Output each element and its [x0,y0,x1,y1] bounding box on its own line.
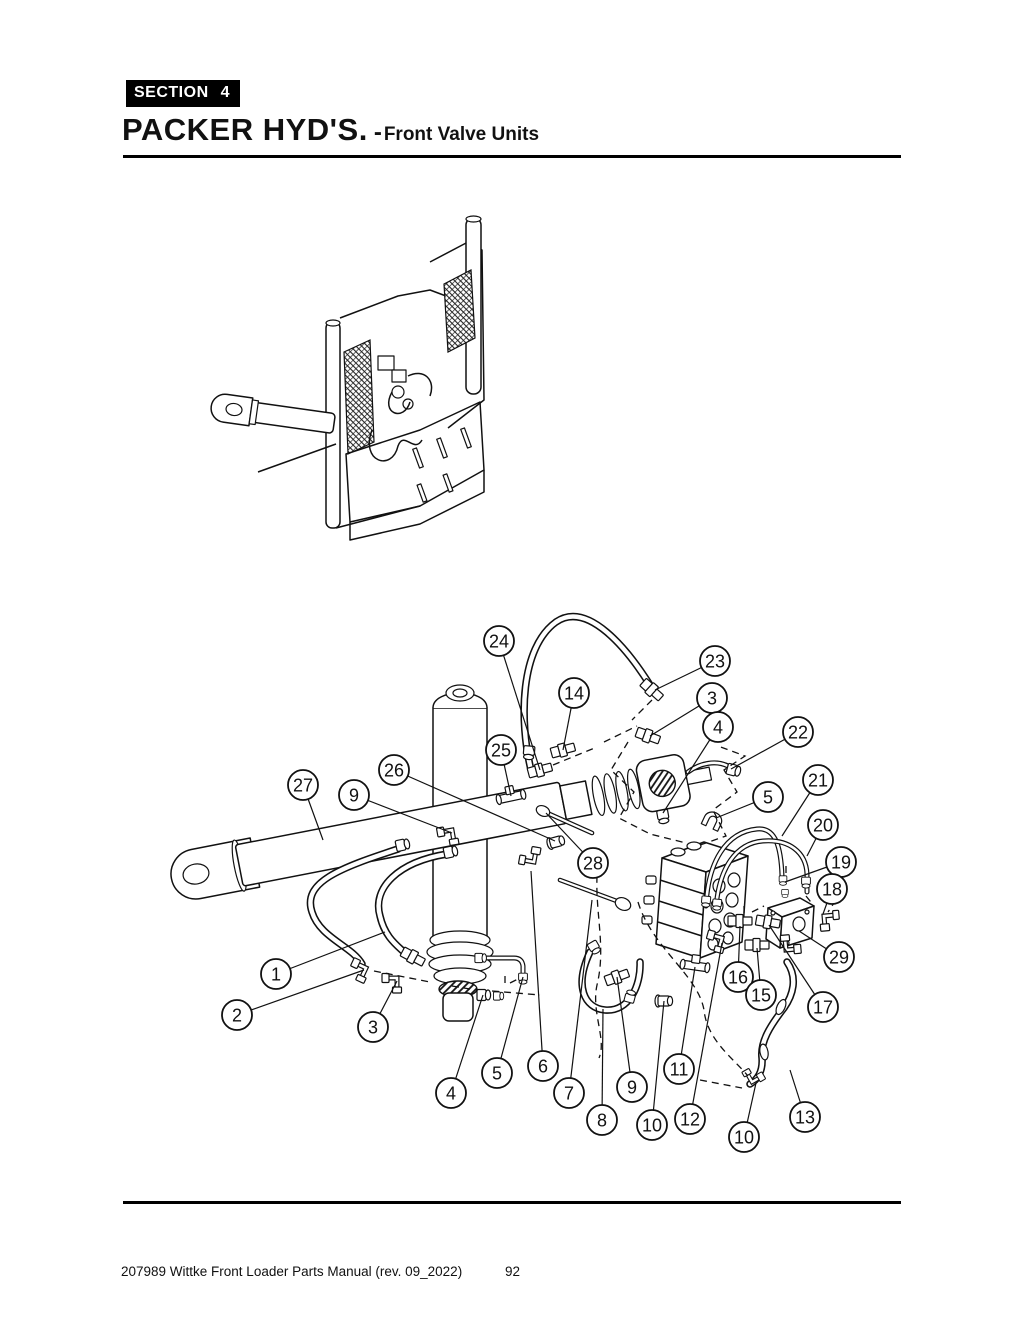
svg-text:9: 9 [349,786,359,806]
hose-2 [374,850,451,969]
callout-25: 25 [485,734,517,797]
svg-text:23: 23 [705,652,725,672]
title-separator: - [373,119,382,146]
callout-7: 7 [553,899,593,1109]
callout-13: 13 [789,1069,821,1133]
svg-text:3: 3 [707,689,717,709]
callout-22: 22 [730,716,814,770]
callout-2: 2 [221,969,365,1031]
alignment-dashes [373,699,837,1089]
page-subtitle: Front Valve Units [383,124,540,145]
svg-text:5: 5 [763,788,773,808]
callout-5: 5 [715,781,784,819]
svg-text:13: 13 [795,1108,815,1128]
svg-text:26: 26 [384,761,404,781]
callout-28: 28 [545,812,609,879]
section-badge: SECTION 4 [126,80,240,107]
callout-1: 1 [260,931,386,990]
svg-text:5: 5 [492,1064,502,1084]
callout-17: 17 [768,924,839,1023]
callout-16: 16 [722,925,754,993]
exploded-diagram: 2423143422252621279520281918291615171234… [170,612,857,1153]
callout-19: 19 [784,846,857,883]
callout-10: 10 [636,1000,668,1141]
callout-5: 5 [481,976,524,1089]
svg-text:12: 12 [680,1110,700,1130]
hose-24 [520,612,666,774]
callout-10: 10 [728,1082,760,1153]
svg-text:4: 4 [446,1084,456,1104]
callout-24: 24 [483,625,541,771]
cylinder-sketch [210,393,336,434]
callout-29: 29 [798,930,855,973]
svg-text:18: 18 [822,880,842,900]
main-cylinder [170,754,713,900]
callout-15: 15 [745,947,777,1011]
svg-text:21: 21 [808,771,828,791]
svg-text:22: 22 [788,723,808,743]
steel-tubes [700,826,811,911]
formed-tube-5 [474,952,528,985]
header-rule [123,155,901,158]
callout-4: 4 [435,994,484,1109]
callout-3: 3 [357,980,398,1043]
svg-text:9: 9 [627,1078,637,1098]
svg-text:19: 19 [831,853,851,873]
svg-text:7: 7 [564,1084,574,1104]
callout-4: 4 [662,711,734,814]
callout-20: 20 [806,809,839,857]
page-number: 92 [505,1264,521,1279]
valve-cluster-sketch [368,355,433,462]
frame-assembly-illustration [210,215,485,541]
svg-text:17: 17 [813,998,833,1018]
tie-rods [535,804,632,912]
callout-11: 11 [663,966,696,1085]
callout-9: 9 [616,976,648,1103]
svg-text:28: 28 [583,854,603,874]
svg-text:24: 24 [489,632,509,652]
svg-text:27: 27 [293,776,313,796]
svg-text:11: 11 [670,1060,689,1080]
svg-text:6: 6 [538,1057,548,1077]
hose-13 [742,934,802,1088]
callout-6: 6 [527,870,559,1082]
svg-text:2: 2 [232,1006,242,1026]
svg-text:1: 1 [271,965,281,985]
svg-text:4: 4 [713,718,723,738]
svg-text:10: 10 [642,1116,662,1136]
svg-text:29: 29 [829,948,849,968]
svg-text:10: 10 [734,1128,754,1148]
callout-12: 12 [674,942,723,1135]
svg-text:20: 20 [813,816,833,836]
callout-14: 14 [558,677,590,751]
callout-8: 8 [586,1008,618,1136]
callout-18: 18 [816,873,848,915]
footer-text: 207989 Wittke Front Loader Parts Manual … [121,1264,463,1279]
callout-3: 3 [649,682,728,737]
footer-rule [123,1201,901,1204]
svg-text:3: 3 [368,1018,378,1038]
page-title-line: PACKER HYD'S.-Front Valve Units [122,112,539,148]
callout-23: 23 [654,645,731,691]
svg-text:14: 14 [564,684,584,704]
svg-text:8: 8 [597,1111,607,1131]
callout-26: 26 [378,754,556,842]
callout-9: 9 [338,779,453,834]
page-title: PACKER HYD'S. [122,112,368,147]
callout-27: 27 [287,769,324,841]
callout-21: 21 [781,764,834,837]
svg-text:15: 15 [751,986,771,1006]
svg-text:25: 25 [491,741,511,761]
svg-text:16: 16 [728,968,748,988]
